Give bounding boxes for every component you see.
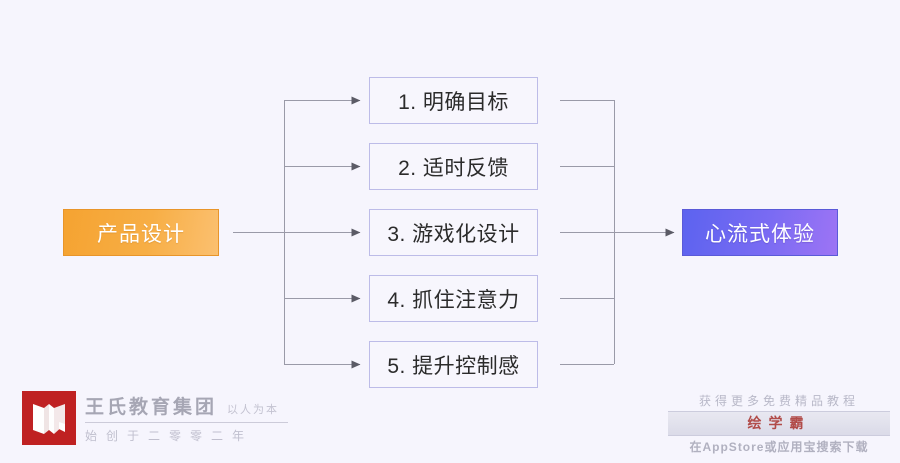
result-node[interactable]: 心流式体验	[682, 209, 838, 256]
promo-watermark: 获得更多免费精品教程 绘学霸 在AppStore或应用宝搜索下载	[668, 392, 890, 454]
w-book-logo-icon	[22, 391, 76, 445]
brand-title-row: 王氏教育集团 以人为本	[85, 392, 288, 419]
brand-motto: 以人为本	[227, 404, 280, 416]
step-box-3[interactable]: 3. 游戏化设计	[369, 209, 538, 256]
step-box-2-label: 2. 适时反馈	[398, 156, 509, 180]
source-node-label: 产品设计	[97, 222, 185, 246]
brand-text-block: 王氏教育集团 以人为本 始创于二零零二年	[85, 391, 288, 444]
brand-divider	[85, 422, 288, 423]
step-box-3-label: 3. 游戏化设计	[387, 222, 520, 246]
step-box-5-label: 5. 提升控制感	[387, 354, 520, 378]
result-node-label: 心流式体验	[705, 222, 815, 246]
promo-download-hint: 在AppStore或应用宝搜索下载	[689, 440, 869, 454]
step-box-5[interactable]: 5. 提升控制感	[369, 341, 538, 388]
step-box-2[interactable]: 2. 适时反馈	[369, 143, 538, 190]
step-box-1[interactable]: 1. 明确目标	[369, 77, 538, 124]
source-node[interactable]: 产品设计	[63, 209, 219, 256]
brand-watermark: 王氏教育集团 以人为本 始创于二零零二年	[22, 391, 292, 451]
step-box-4[interactable]: 4. 抓住注意力	[369, 275, 538, 322]
promo-app-name: 绘学霸	[668, 411, 890, 436]
brand-founded-year: 始创于二零零二年	[85, 429, 254, 443]
step-box-4-label: 4. 抓住注意力	[387, 288, 520, 312]
brand-name: 王氏教育集团	[85, 397, 218, 418]
step-box-1-label: 1. 明确目标	[398, 90, 509, 114]
promo-tagline: 获得更多免费精品教程	[698, 394, 859, 408]
